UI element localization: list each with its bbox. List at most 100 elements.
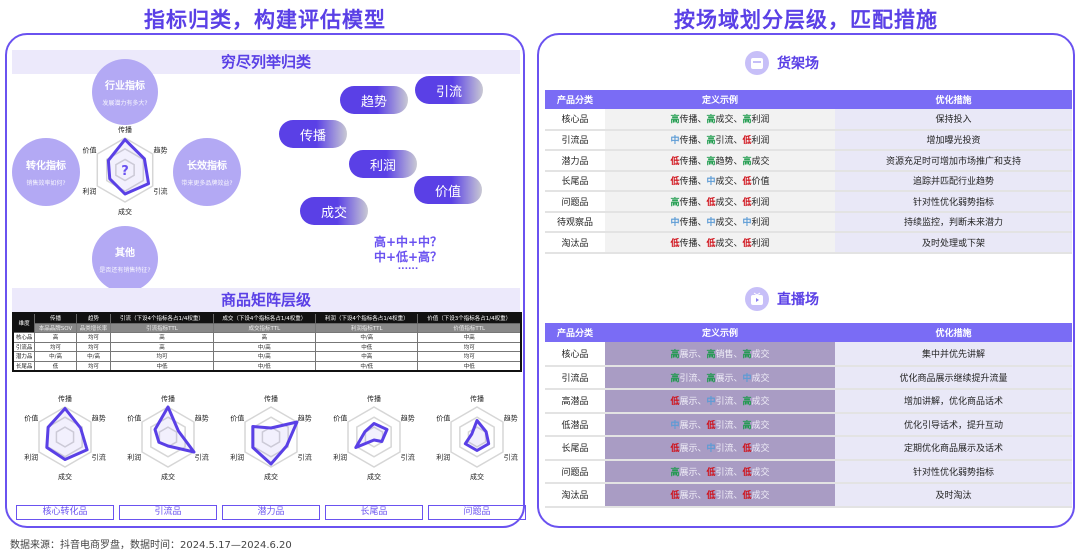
radar-axis-label: 传播 bbox=[264, 394, 278, 403]
level-tag: 高 bbox=[670, 349, 680, 360]
matrix-subheader-cell: 价值指标TTL bbox=[417, 322, 522, 333]
circle-conversion: 转化指标销售效率如何? bbox=[12, 138, 80, 206]
level-tag: 低 bbox=[742, 136, 752, 147]
category-cell: 长尾品 bbox=[545, 436, 605, 461]
matrix-cell: 潜力品 bbox=[12, 351, 36, 362]
metric-name: 引流 bbox=[715, 420, 734, 431]
section-shelf-label: 货架场 bbox=[777, 56, 819, 72]
circle-title: 转化指标 bbox=[26, 161, 66, 172]
radar-axis-label: 价值 bbox=[436, 414, 450, 423]
action-cell: 增加曝光投资 bbox=[835, 129, 1072, 151]
separator: 、 bbox=[697, 156, 707, 167]
radar-category-label: 引流品 bbox=[119, 505, 217, 520]
radar-axis-label: 成交 bbox=[118, 207, 132, 216]
matrix-cell: 中/低 bbox=[315, 360, 419, 371]
section-live: 直播场 bbox=[745, 287, 819, 311]
matrix-cell: 核心品 bbox=[12, 332, 36, 343]
radar-grid-ring bbox=[115, 158, 135, 182]
definition-cell: 低展示、中引流、低成交 bbox=[605, 436, 835, 461]
level-tag: 高 bbox=[742, 397, 752, 408]
radar-axis-label: 利润 bbox=[127, 453, 141, 462]
level-tag: 高 bbox=[706, 156, 716, 167]
metric-name: 展示 bbox=[679, 444, 698, 455]
metric-name: 传播 bbox=[679, 136, 698, 147]
radar-axis-label: 利润 bbox=[230, 453, 244, 462]
separator: 、 bbox=[733, 420, 743, 431]
radar-axis-label: 传播 bbox=[118, 125, 132, 134]
matrix-cell: 引流品 bbox=[12, 341, 36, 352]
radar-grid-ring bbox=[356, 416, 392, 458]
category-cell: 问题品 bbox=[545, 459, 605, 484]
definition-cell: 低传播、中成交、低价值 bbox=[605, 170, 835, 192]
matrix-header-cell: 趋势 bbox=[75, 312, 112, 324]
metric-name: 传播 bbox=[679, 177, 698, 188]
level-tag: 低 bbox=[706, 491, 716, 502]
metric-name: 成交 bbox=[715, 238, 734, 249]
shelf-table: 产品分类定义示例优化措施核心品高传播、高成交、高利润保持投入引流品中传播、高引流… bbox=[545, 90, 1072, 254]
category-cell: 淘汰品 bbox=[545, 232, 605, 254]
matrix-cell: 中低 bbox=[315, 341, 419, 352]
radar-axis-label: 传播 bbox=[367, 394, 381, 403]
radar-series-polygon bbox=[251, 420, 299, 466]
radar-grid-ring bbox=[38, 406, 92, 468]
matrix-subheader-cell: 品类增长率 bbox=[75, 322, 112, 333]
separator: 、 bbox=[697, 238, 707, 249]
category-cell: 问题品 bbox=[545, 191, 605, 213]
matrix-subheader-cell: 本品品牌SOV bbox=[34, 322, 77, 333]
table-row: 问题品高传播、低成交、低利润针对性优化弱势指标 bbox=[545, 191, 1072, 213]
radar-category-label: 核心转化品 bbox=[16, 505, 114, 520]
radar-grid-ring bbox=[55, 426, 75, 448]
circle-sub: 发展潜力有多大? bbox=[102, 100, 148, 107]
radar-axis-label: 传播 bbox=[161, 394, 175, 403]
metric-name: 成交 bbox=[751, 397, 770, 408]
level-tag: 中 bbox=[670, 420, 680, 431]
circle-longterm: 长效指标带来更多品牌效益? bbox=[173, 138, 241, 206]
separator: 、 bbox=[733, 156, 743, 167]
metric-name: 引流 bbox=[715, 444, 734, 455]
matrix-subheader-cell: 成交指标TTL bbox=[212, 322, 317, 333]
definition-cell: 高展示、高销售、高成交 bbox=[605, 342, 835, 367]
table-row: 潜力品低传播、高趋势、高成交资源充足时可增加市场推广和支持 bbox=[545, 150, 1072, 172]
action-cell: 优化商品展示继续提升流量 bbox=[835, 365, 1072, 390]
action-cell: 资源充足时可增加市场推广和支持 bbox=[835, 150, 1072, 172]
metric-name: 展示 bbox=[679, 491, 698, 502]
banner-matrix: 商品矩阵层级 bbox=[12, 288, 520, 312]
metric-name: 展示 bbox=[679, 349, 698, 360]
radar-axis-label: 引流 bbox=[401, 453, 415, 462]
radar-axis-label: 成交 bbox=[161, 472, 175, 481]
radar-axis-label: 成交 bbox=[58, 472, 72, 481]
action-cell: 追踪并匹配行业趋势 bbox=[835, 170, 1072, 192]
right-title: 按场域划分层级，匹配措施 bbox=[674, 8, 938, 32]
matrix-cell: 均可 bbox=[417, 341, 522, 352]
matrix-cell: 中/高 bbox=[75, 351, 112, 362]
level-tag: 低 bbox=[670, 238, 680, 249]
radar-axis-label: 成交 bbox=[264, 472, 278, 481]
matrix-cell: 中低 bbox=[110, 360, 214, 371]
action-cell: 优化引导话术，提升互动 bbox=[835, 412, 1072, 437]
radar-axis-label: 价值 bbox=[82, 146, 96, 155]
separator: 、 bbox=[733, 136, 743, 147]
category-cell: 低潜品 bbox=[545, 412, 605, 437]
level-tag: 高 bbox=[706, 115, 716, 126]
category-cell: 待观察品 bbox=[545, 211, 605, 233]
level-tag: 高 bbox=[706, 373, 716, 384]
category-cell: 核心品 bbox=[545, 342, 605, 367]
matrix-row: 潜力品中/高中/高均可中/高中高均可 bbox=[12, 351, 522, 362]
separator: 、 bbox=[697, 467, 707, 478]
radar-axis-label: 利润 bbox=[24, 453, 38, 462]
level-tag: 中 bbox=[670, 136, 680, 147]
definition-cell: 低展示、中引流、高成交 bbox=[605, 389, 835, 414]
circle-title: 其他 bbox=[115, 248, 135, 259]
metric-name: 成交 bbox=[715, 177, 734, 188]
separator: 、 bbox=[697, 218, 707, 229]
circle-title: 行业指标 bbox=[105, 81, 145, 92]
definition-cell: 低传播、低成交、低利润 bbox=[605, 232, 835, 254]
level-tag: 中 bbox=[706, 177, 716, 188]
circle-sub: 销售效率如何? bbox=[26, 180, 66, 187]
action-cell: 增加讲解，优化商品话术 bbox=[835, 389, 1072, 414]
level-tag: 高 bbox=[742, 156, 752, 167]
separator: 、 bbox=[697, 349, 707, 360]
radar-category-label: 问题品 bbox=[428, 505, 526, 520]
metric-name: 展示 bbox=[679, 420, 698, 431]
